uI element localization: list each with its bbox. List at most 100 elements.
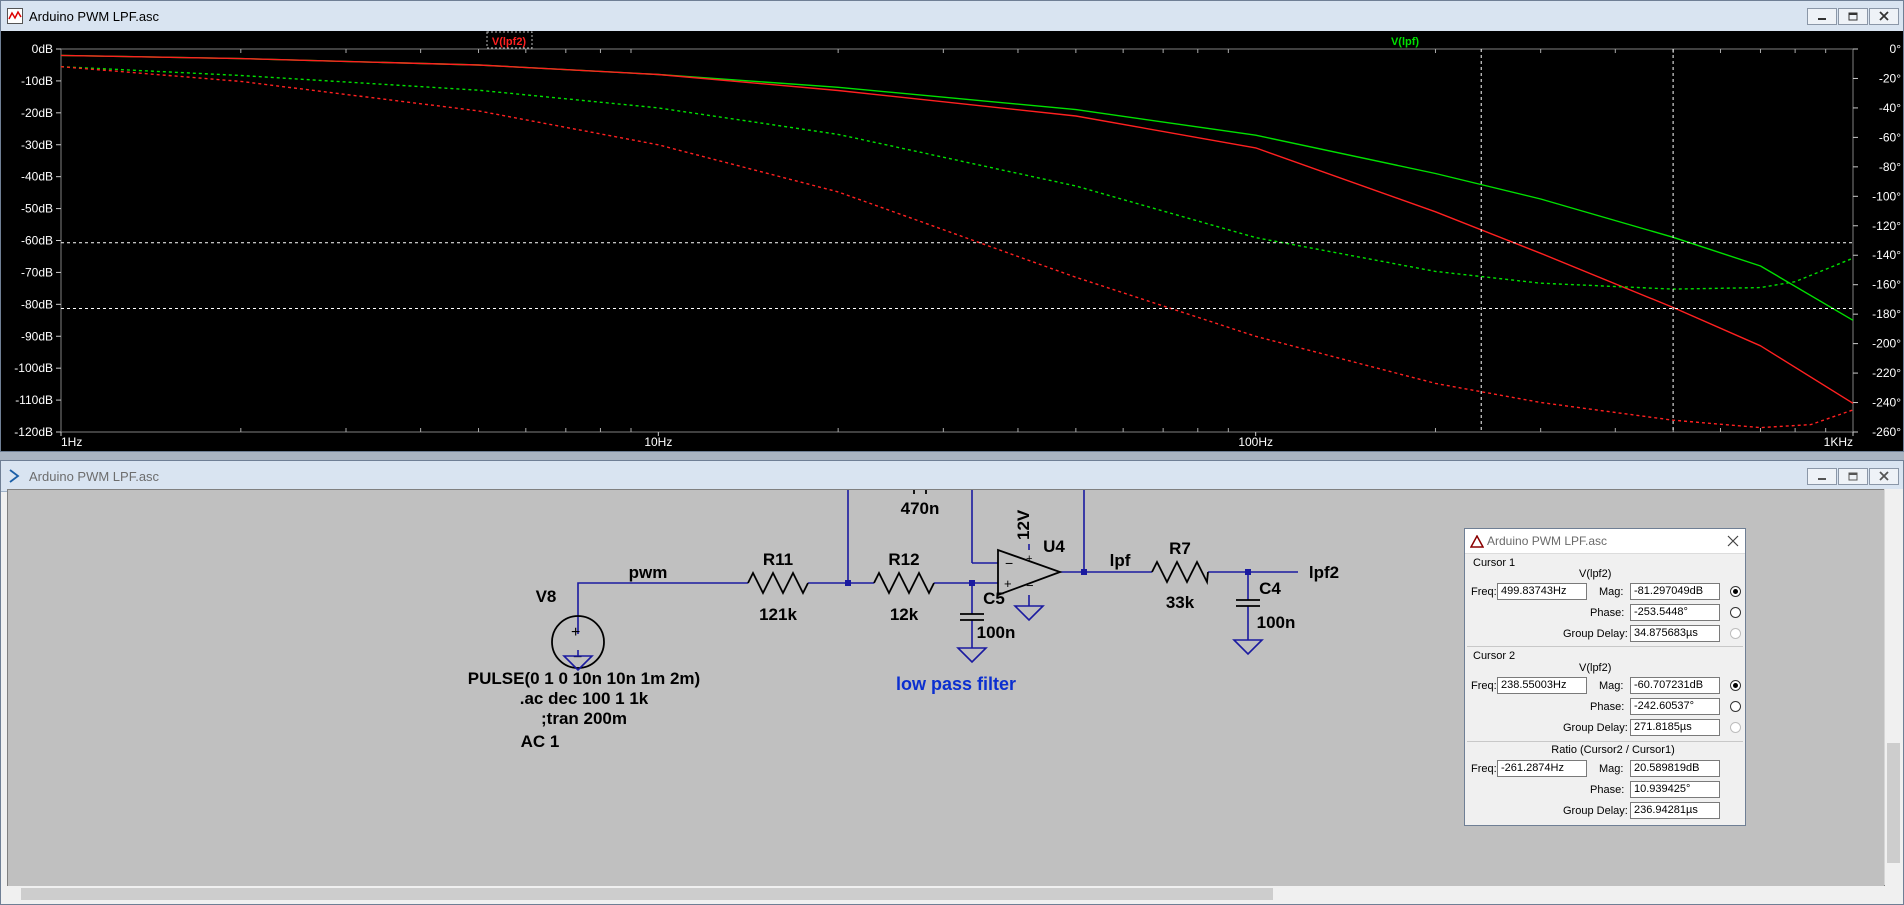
close-icon[interactable] <box>1727 535 1739 547</box>
trace-vlpf2-phase <box>60 66 1854 429</box>
ratio-phase-label: Phase: <box>1590 784 1625 796</box>
c6-symbol[interactable] <box>913 490 927 494</box>
voltage-source-v8-symbol[interactable]: + − <box>551 615 605 669</box>
plot-frame <box>60 48 1854 433</box>
r7-symbol[interactable] <box>1151 559 1209 586</box>
opamp-u4-symbol[interactable]: − + + − <box>997 548 1063 597</box>
schematic-drawing[interactable]: − + + − + − <box>8 490 1885 901</box>
cursor1-phase-label: Phase: <box>1590 607 1625 619</box>
net-label-pwm[interactable]: pwm <box>629 563 668 582</box>
y-right-tick-label: -220° <box>1872 366 1901 380</box>
svg-text:+: + <box>571 624 580 641</box>
cursor2-phase-radio[interactable] <box>1730 701 1741 712</box>
right-axis: 0°-20°-40°-60°-80°-100°-120°-140°-160°-1… <box>1853 42 1901 439</box>
restore-button[interactable] <box>1838 8 1868 25</box>
supply-label[interactable]: 12V <box>1014 509 1033 540</box>
close-button[interactable] <box>1869 8 1899 25</box>
plot-titlebar[interactable]: Arduino PWM LPF.asc <box>1 1 1903 32</box>
c6-value[interactable]: 470n <box>901 499 940 518</box>
c5-label[interactable]: C5 <box>983 589 1005 608</box>
cursor-dialog-titlebar[interactable]: Arduino PWM LPF.asc <box>1465 529 1745 554</box>
ratio-phase-field[interactable]: 10.939425° <box>1630 781 1720 798</box>
cursor1-freq-field[interactable]: 499.83743Hz <box>1497 583 1587 600</box>
trace-label-lpf2[interactable]: V(lpf2) <box>492 36 527 48</box>
cursor2-gd-label: Group Delay: <box>1563 722 1628 734</box>
close-icon <box>1879 11 1889 21</box>
minimize-button[interactable] <box>1807 8 1837 25</box>
ac-directive[interactable]: .ac dec 100 1 1k <box>520 689 649 708</box>
cursor1-mag-radio[interactable] <box>1730 586 1741 597</box>
ac-amplitude[interactable]: AC 1 <box>521 732 560 751</box>
vertical-scroll-thumb[interactable] <box>1887 743 1900 863</box>
svg-text:−: − <box>1005 555 1013 571</box>
r12-label[interactable]: R12 <box>888 550 919 569</box>
traces <box>60 54 1854 429</box>
r11-symbol[interactable] <box>747 570 809 596</box>
c5-value[interactable]: 100n <box>977 623 1016 642</box>
trace-label-lpf[interactable]: V(lpf) <box>1391 36 1419 48</box>
horizontal-scrollbar[interactable] <box>7 886 1887 902</box>
source-pulse-directive[interactable]: PULSE(0 1 0 10n 10n 1m 2m) <box>468 669 700 688</box>
c5-symbol[interactable] <box>960 613 984 621</box>
ratio-freq-field[interactable]: -261.2874Hz <box>1497 760 1587 777</box>
v8-label[interactable]: V8 <box>536 587 557 606</box>
cursor2-mag-radio[interactable] <box>1730 680 1741 691</box>
ratio-group-delay-field[interactable]: 236.94281µs <box>1630 802 1720 819</box>
x-tick-label: 100Hz <box>1238 435 1273 449</box>
x-tick-label: 1KHz <box>1824 435 1853 449</box>
c4-value[interactable]: 100n <box>1257 613 1296 632</box>
y-right-tick-label: -160° <box>1872 278 1901 292</box>
cursor1-phase-field[interactable]: -253.5448° <box>1630 604 1720 621</box>
svg-text:+: + <box>1004 576 1012 591</box>
r7-value[interactable]: 33k <box>1166 593 1195 612</box>
cursor2-phase-field[interactable]: -242.60537° <box>1630 698 1720 715</box>
r12-value[interactable]: 12k <box>890 605 919 624</box>
restore-icon <box>1848 472 1858 481</box>
r11-value[interactable]: 121k <box>759 605 797 624</box>
svg-text:−: − <box>573 649 582 666</box>
x-tick-label: 1Hz <box>61 435 82 449</box>
r11-label[interactable]: R11 <box>763 550 793 569</box>
ratio-gd-label: Group Delay: <box>1563 805 1628 817</box>
cursor1-group-delay-field[interactable]: 34.875683µs <box>1630 625 1720 642</box>
net-label-lpf[interactable]: lpf <box>1110 551 1131 570</box>
horizontal-scroll-thumb[interactable] <box>21 888 1273 900</box>
schematic-restore-button[interactable] <box>1838 468 1868 485</box>
bode-plot-pane[interactable]: 0dB-10dB-20dB-30dB-40dB-50dB-60dB-70dB-8… <box>1 31 1903 451</box>
schematic-close-button[interactable] <box>1869 468 1899 485</box>
y-left-tick-label: -100dB <box>14 361 53 375</box>
y-left-tick-label: 0dB <box>32 42 53 56</box>
cursor-readout-dialog: Arduino PWM LPF.asc Cursor 1 V(lpf2) Fre… <box>1464 528 1746 826</box>
cursor1-mag-field[interactable]: -81.297049dB <box>1630 583 1720 600</box>
y-left-tick-label: -90dB <box>21 329 53 343</box>
tran-directive[interactable]: ;tran 200m <box>541 709 627 728</box>
c4-label[interactable]: C4 <box>1259 579 1281 598</box>
cursor2-gd-radio[interactable] <box>1730 722 1741 733</box>
schematic-minimize-button[interactable] <box>1807 468 1837 485</box>
r12-symbol[interactable] <box>873 570 935 596</box>
cursor1-gd-label: Group Delay: <box>1563 628 1628 640</box>
y-right-tick-label: -260° <box>1872 425 1901 439</box>
cursor2-mag-field[interactable]: -60.707231dB <box>1630 677 1720 694</box>
cursor1-freq-label: Freq: <box>1471 586 1497 598</box>
svg-text:−: − <box>1026 578 1034 593</box>
cursor2-group-delay-field[interactable]: 271.8185µs <box>1630 719 1720 736</box>
minimize-icon <box>1818 18 1826 20</box>
u4-label[interactable]: U4 <box>1043 537 1065 556</box>
vertical-scrollbar[interactable] <box>1884 489 1903 885</box>
cursor1-phase-radio[interactable] <box>1730 607 1741 618</box>
bode-plot[interactable]: 0dB-10dB-20dB-30dB-40dB-50dB-60dB-70dB-8… <box>1 31 1903 451</box>
y-left-tick-label: -120dB <box>14 425 53 439</box>
c4-symbol[interactable] <box>1236 599 1260 607</box>
y-left-tick-label: -10dB <box>21 74 53 88</box>
net-label-lpf2[interactable]: lpf2 <box>1309 563 1339 582</box>
cursor2-freq-field[interactable]: 238.55003Hz <box>1497 677 1587 694</box>
cursor1-trace: V(lpf2) <box>1579 568 1612 580</box>
schematic-titlebar[interactable]: Arduino PWM LPF.asc <box>1 461 1903 492</box>
x-tick-label: 10Hz <box>644 435 672 449</box>
y-right-tick-label: -40° <box>1879 101 1901 115</box>
r7-label[interactable]: R7 <box>1169 539 1191 558</box>
cursor1-gd-radio[interactable] <box>1730 628 1741 639</box>
comment-low-pass-filter[interactable]: low pass filter <box>896 674 1016 694</box>
ratio-mag-field[interactable]: 20.589819dB <box>1630 760 1720 777</box>
